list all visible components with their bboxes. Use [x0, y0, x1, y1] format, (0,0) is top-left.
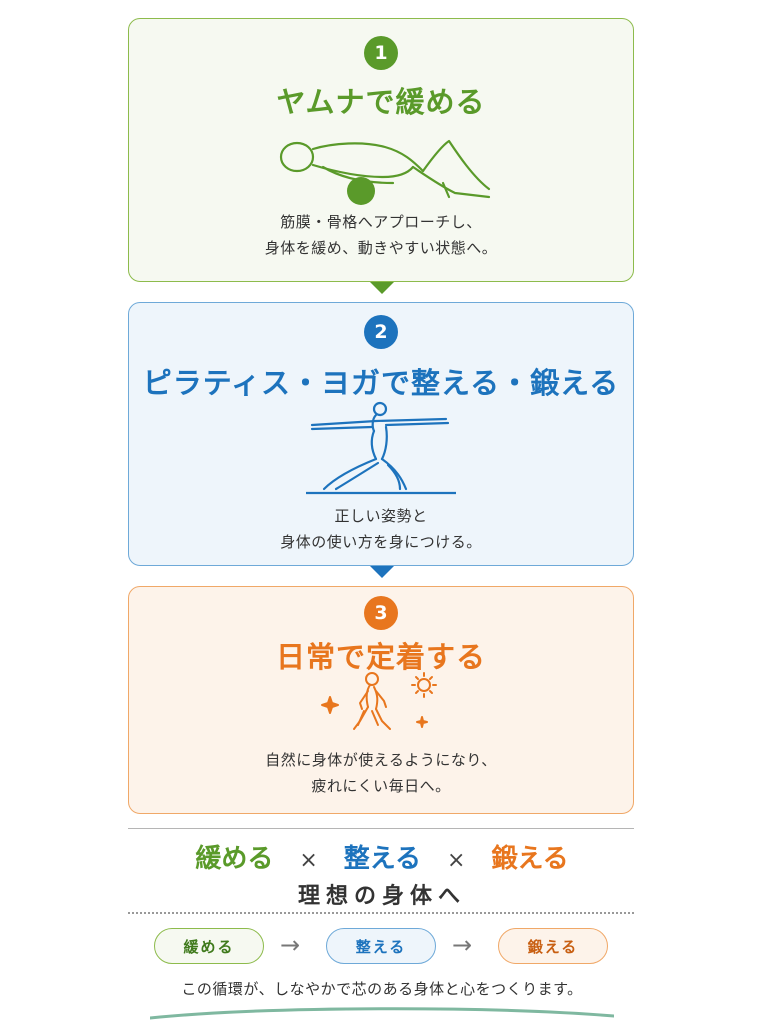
down-arrow-icon [370, 282, 394, 294]
right-arrow-icon: → [280, 931, 301, 959]
step-card-3: 3 日常で定着する 自然に身体が使えるようになり、 疲れにくい毎日へ。 [128, 586, 634, 814]
person-lying-on-ball-icon [279, 139, 491, 205]
down-arrow-icon [370, 566, 394, 578]
step-title: ピラティス・ヨガで整える・鍛える [142, 366, 620, 400]
formula-word-align: 整える [343, 844, 421, 874]
formula-heading: 緩める × 整える × 鍛える [0, 838, 764, 875]
section-divider [128, 828, 634, 829]
cycle-pill-strengthen: 鍛える [498, 928, 608, 964]
formula-word-loosen: 緩める [195, 844, 274, 874]
warrior-pose-icon [306, 401, 456, 495]
times-icon: × [299, 848, 318, 873]
step-title: 日常で定着する [275, 640, 486, 674]
step-description: 自然に身体が使えるようになり、 疲れにくい毎日へ。 [265, 751, 497, 795]
step-card-1: 1 ヤムナで緩める 筋膜・骨格へアプローチし、 身体を緩め、動きやすい状態へ。 [128, 18, 634, 282]
cycle-pill-loosen: 緩める [154, 928, 264, 964]
formula-word-strengthen: 鍛える [491, 844, 569, 874]
step-number-badge: 2 [364, 315, 398, 349]
step-card-2: 2 ピラティス・ヨガで整える・鍛える 正しい姿勢と 身体の使い方を身につける。 [128, 302, 634, 566]
summary-text: この循環が、しなやかで芯のある身体と心をつくります。 [181, 980, 583, 998]
step-title: ヤムナで緩める [276, 85, 486, 119]
step-description: 筋膜・骨格へアプローチし、 身体を緩め、動きやすい状態へ。 [264, 213, 498, 257]
step-number-badge: 1 [364, 36, 398, 70]
dotted-divider [128, 912, 634, 914]
walking-person-icon [321, 672, 437, 730]
right-arrow-icon: → [452, 931, 473, 959]
cycle-pill-align: 整える [326, 928, 436, 964]
times-icon: × [447, 848, 466, 873]
formula-subtitle: 理想の身体へ [297, 884, 466, 909]
step-description: 正しい姿勢と 身体の使い方を身につける。 [280, 507, 482, 551]
step-number-badge: 3 [364, 596, 398, 630]
decorative-swoosh [150, 1007, 614, 1020]
